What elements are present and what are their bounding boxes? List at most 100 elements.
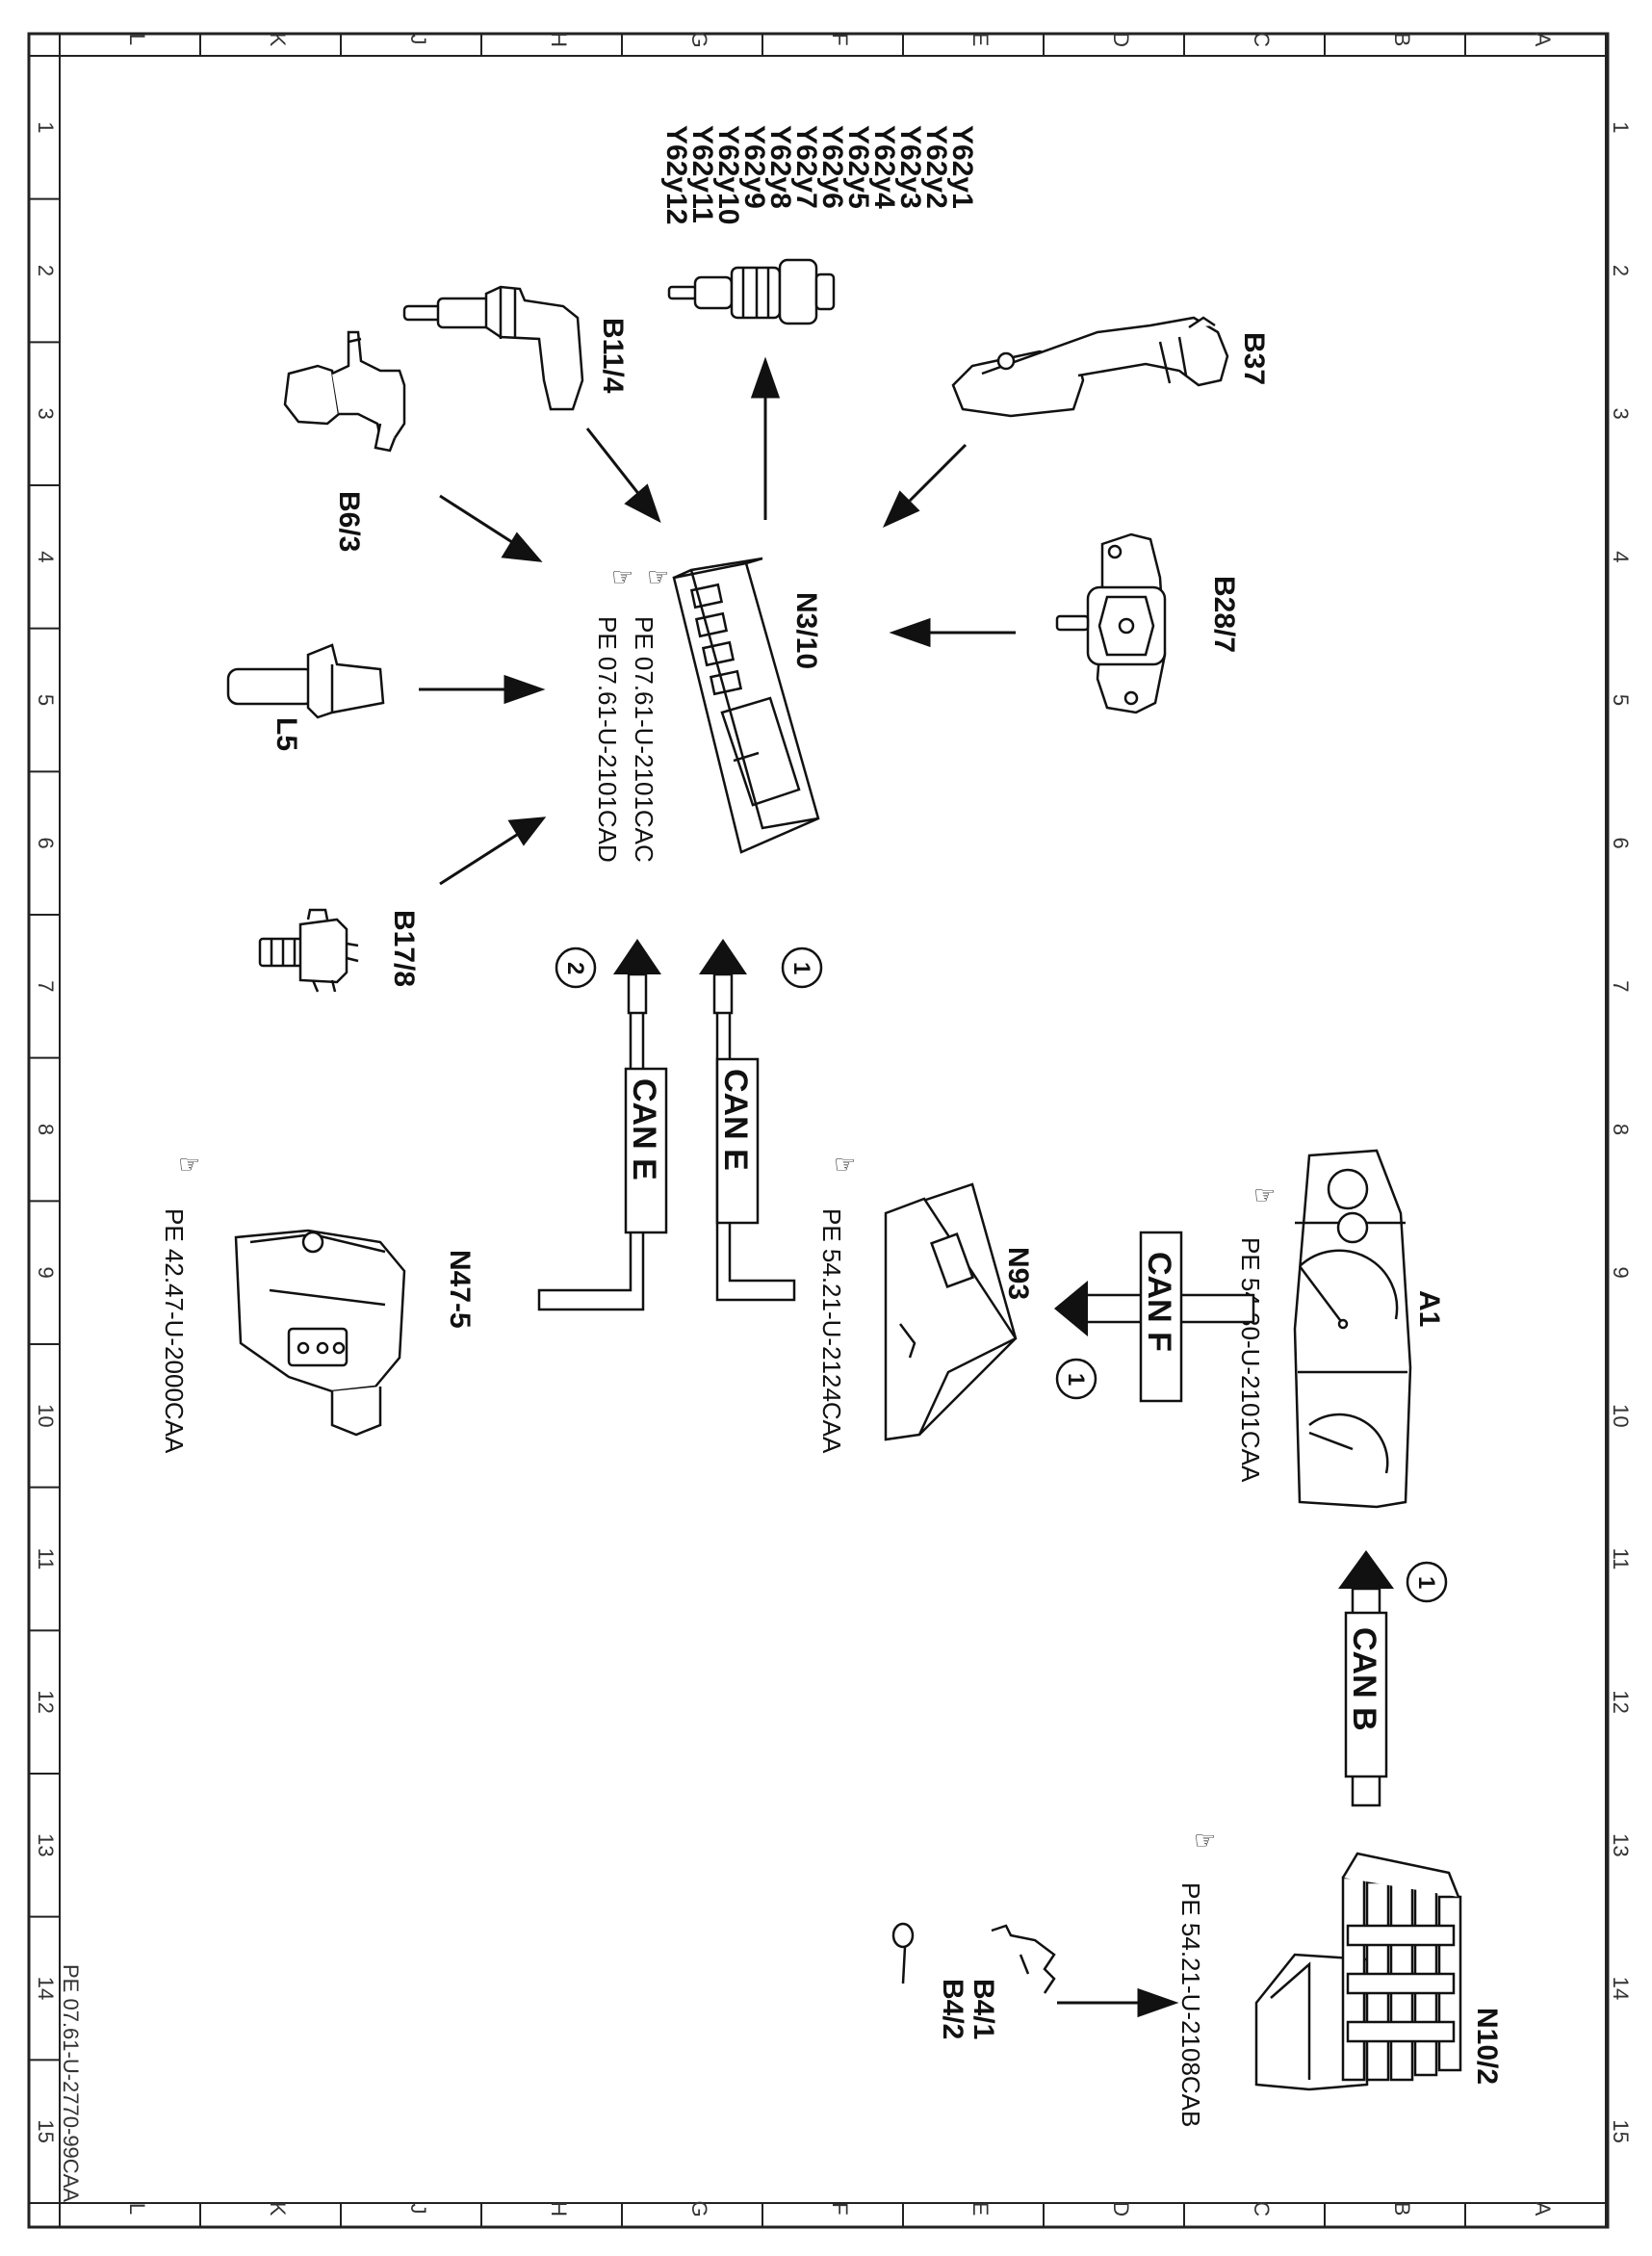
injector-label: Y62y9	[738, 125, 770, 209]
grid-column-label-bottom: L	[125, 2203, 149, 2215]
grid-column-label-top: C	[1250, 32, 1274, 47]
arrow-b11-4-to-n3-10	[585, 428, 661, 524]
can-f-arrowhead	[1054, 1281, 1088, 1336]
grid-row-label-left: 13	[34, 1833, 58, 1856]
b37-label: B37	[1238, 332, 1270, 385]
injector-label: Y62y1	[946, 125, 978, 209]
n3-10-reference-1: ☞ PE 07.61-U-2101CAC	[630, 562, 669, 863]
grid-column-label-top: H	[547, 32, 571, 47]
grid-column-label-top: K	[266, 33, 290, 47]
b11-4-label: B11/4	[597, 318, 629, 394]
n3-10-ref1-text: PE 07.61-U-2101CAC	[630, 616, 658, 863]
grid-row-label-right: 7	[1609, 980, 1633, 992]
grid-row-label-right: 13	[1609, 1833, 1633, 1856]
grid-row-label-left: 5	[34, 694, 58, 706]
n3-10-label: N3/10	[790, 592, 822, 669]
grid-row-label-right: 2	[1609, 265, 1633, 276]
l5-sensor-icon	[226, 643, 385, 719]
can-b-arrowhead	[1338, 1550, 1394, 1589]
a1-instrument-cluster-icon	[1293, 1149, 1412, 1509]
grid-column-label-bottom: D	[1109, 2201, 1133, 2217]
pointing-hand-icon: ☞	[1253, 1180, 1276, 1209]
b6-3-sensor-icon	[283, 330, 406, 453]
grid-column-label-top: D	[1109, 32, 1133, 47]
inner-frame	[59, 55, 1607, 2204]
n47-5-label: N47-5	[444, 1250, 476, 1329]
grid-column-label-top: E	[968, 33, 993, 47]
grid-column-label-bottom: E	[968, 2202, 993, 2217]
injector-icon	[667, 258, 836, 325]
grid-column-label-top: J	[406, 35, 430, 45]
grid-row-label-right: 15	[1609, 2119, 1633, 2142]
b37-pedal-icon	[951, 316, 1229, 418]
grid-column-label-bottom: H	[547, 2201, 571, 2217]
can-f-marker-circle	[1055, 1358, 1097, 1400]
grid-row-label-right: 10	[1609, 1404, 1633, 1427]
b4-1-label: B4/1	[968, 1979, 999, 2039]
arrow-to-injectors	[750, 356, 781, 520]
can-e-1-arrowhead	[699, 939, 747, 974]
arrow-b6-3-to-n3-10	[439, 494, 543, 562]
grid-row-label-right: 1	[1609, 121, 1633, 133]
outer-frame	[27, 32, 1610, 2229]
grid-row-label-right: 11	[1609, 1548, 1633, 1570]
grid-row-label-left: 10	[34, 1404, 58, 1427]
can-b-label-box	[1344, 1611, 1388, 1778]
arrow-l5-to-n3-10	[419, 674, 546, 705]
grid-column-label-bottom: A	[1531, 2202, 1555, 2217]
n93-reference: ☞ PE 54.21-U-2124CAA	[817, 1150, 856, 1454]
can-e-1-marker-circle	[781, 946, 823, 989]
can-e-bus-2: CAN E 2	[537, 939, 668, 1311]
injector-label: Y62y4	[868, 125, 900, 209]
can-e-1-label-box	[715, 1057, 760, 1225]
grid-ticks	[29, 34, 1608, 2227]
grid-column-label-top: G	[687, 31, 711, 47]
n3-10-reference-2: ☞ PE 07.61-U-2101CAD	[593, 562, 633, 863]
can-e-1-marker: 1	[788, 962, 814, 974]
pointing-hand-icon: ☞	[611, 562, 633, 591]
a1-label: A1	[1413, 1290, 1445, 1327]
can-e-2-marker-circle	[555, 946, 597, 989]
can-e-bus-1: CAN E 1	[699, 939, 823, 1302]
grid-row-label-left: 15	[34, 2119, 58, 2142]
grid-row-label-left: 1	[34, 121, 58, 133]
l5-label: L5	[271, 717, 302, 751]
arrow-b17-8-to-n3-10	[439, 817, 547, 886]
n10-2-ref-text: PE 54.21-U-2108CAB	[1176, 1882, 1205, 2127]
can-f-label-box	[1139, 1231, 1183, 1403]
drawing-id: PE 07.61-U-2770-99CAA	[59, 1964, 83, 2202]
arrow-b4-to-n10-2	[1057, 1987, 1179, 2018]
injector-label: Y62y8	[764, 125, 796, 209]
n10-2-reference: ☞ PE 54.21-U-2108CAB	[1176, 1826, 1216, 2127]
grid-column-label-top: A	[1531, 33, 1555, 47]
n93-label: N93	[1002, 1247, 1034, 1300]
grid-row-label-left: 4	[34, 551, 58, 562]
grid-row-label-right: 8	[1609, 1124, 1633, 1135]
can-b-marker: 1	[1413, 1576, 1439, 1589]
pointing-hand-icon: ☞	[647, 562, 669, 591]
grid-row-label-right: 3	[1609, 408, 1633, 420]
n47-5-ref-text: PE 42.47-U-2000CAA	[160, 1208, 189, 1454]
n10-2-label: N10/2	[1471, 2008, 1503, 2085]
pointing-hand-icon: ☞	[1194, 1826, 1216, 1854]
injector-label: Y62y12	[660, 125, 692, 224]
arrow-b37-to-n3-10	[882, 443, 968, 529]
can-f-label: CAN F	[1141, 1252, 1177, 1352]
can-f-bus: CAN F 1	[1054, 1231, 1255, 1403]
pointing-hand-icon: ☞	[178, 1150, 200, 1179]
injector-label: Y62y11	[686, 125, 718, 223]
injector-label: Y62y10	[712, 125, 744, 224]
b28-7-sensor-icon	[1055, 532, 1167, 714]
n3-10-ref2-text: PE 07.61-U-2101CAD	[593, 616, 622, 863]
grid-row-label-right: 4	[1609, 551, 1633, 562]
grid-column-label-bottom: B	[1390, 2202, 1414, 2217]
grid-column-label-top: B	[1390, 33, 1414, 47]
grid-column-label-bottom: J	[406, 2204, 430, 2215]
can-e-2-stem	[627, 972, 648, 1015]
injector-label-list: Y62y1Y62y2Y62y3Y62y4Y62y5Y62y6Y62y7Y62y8…	[660, 125, 978, 224]
n47-5-reference: ☞ PE 42.47-U-2000CAA	[160, 1150, 200, 1454]
a1-reference: ☞ PE 54.30-U-2101CAA	[1236, 1180, 1276, 1483]
can-e-2-label: CAN E	[626, 1078, 662, 1180]
can-b-marker-circle	[1406, 1561, 1448, 1603]
grid-row-label-right: 6	[1609, 838, 1633, 849]
